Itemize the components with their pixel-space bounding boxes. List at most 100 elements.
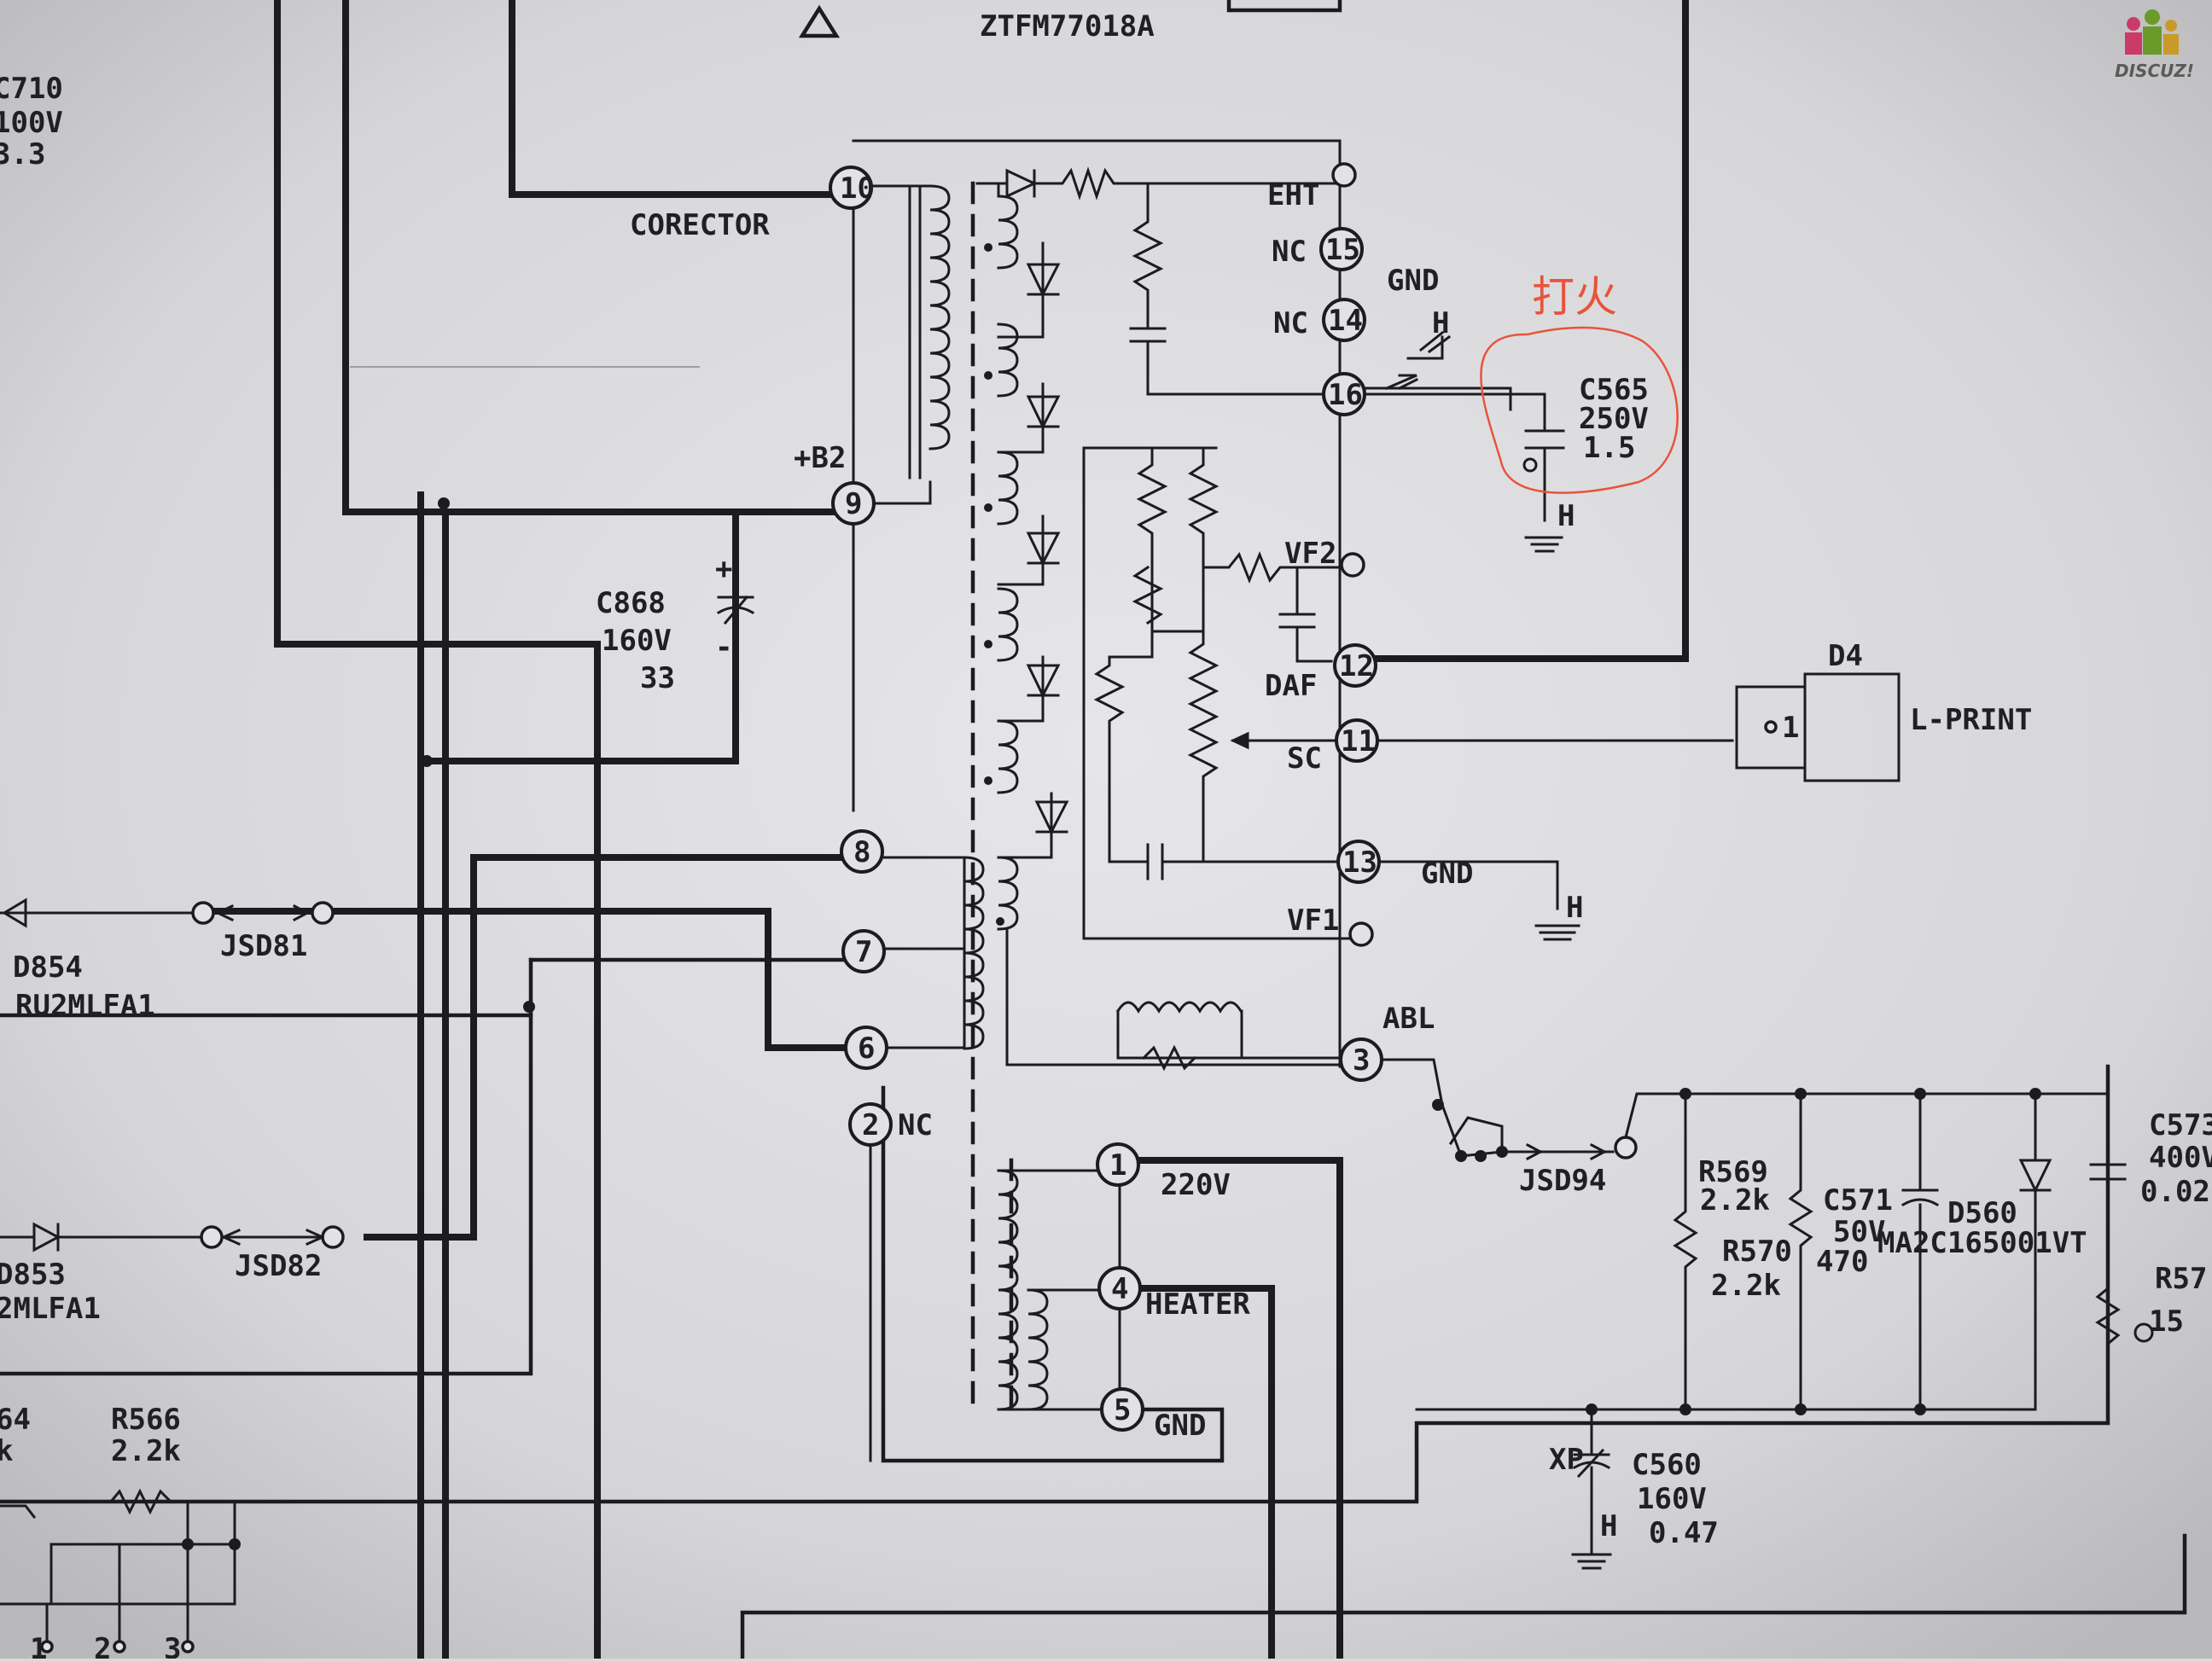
pin-2-num: 2 <box>862 1108 879 1142</box>
jsd81-label: JSD81 <box>220 929 307 963</box>
pin-11 <box>1335 718 1379 763</box>
pin-11-num: 11 <box>1341 724 1376 758</box>
corector-label: CORECTOR <box>630 208 770 242</box>
r569-ref: R569 <box>1698 1155 1768 1189</box>
pin-14-num: 14 <box>1328 304 1363 338</box>
c565-h-label: H <box>1557 499 1575 533</box>
part-number: ZTFM77018A <box>980 9 1155 44</box>
c573-value: 0.02 <box>2140 1175 2210 1209</box>
vf1-label: VF1 <box>1287 904 1339 938</box>
pin-6-num: 6 <box>858 1031 875 1066</box>
r570-value: 2.2k <box>1711 1269 1781 1303</box>
pin-10 <box>829 166 873 210</box>
c710-value: 3.3 <box>0 137 45 171</box>
eht-label: EHT <box>1267 178 1319 212</box>
highlight-circle <box>1480 326 1679 494</box>
vf2-terminal <box>1340 552 1365 578</box>
pin-1-num: 1 <box>1109 1148 1126 1183</box>
c571-voltage: 50V <box>1833 1215 1885 1249</box>
d854-ref: D854 <box>13 950 83 985</box>
pin-13-h-label: H <box>1566 891 1583 925</box>
pin-12-num: 12 <box>1339 649 1374 683</box>
conn-pin-3: 3 <box>164 1632 181 1659</box>
annotation-text: 打火 <box>1532 272 1617 322</box>
pin-10-num: 10 <box>840 171 875 206</box>
c868-voltage: 160V <box>602 624 672 658</box>
pin-12 <box>1333 643 1377 688</box>
d854-part: RU2MLFA1 <box>15 989 155 1023</box>
warning-triangle-icon <box>798 4 841 38</box>
watermark-text: DISCUZ! <box>2115 61 2194 81</box>
c573-voltage: 400V <box>2149 1141 2212 1175</box>
hv-diode-chain <box>975 166 1359 1066</box>
c560-capacitor: XP H C560 160V 0.47 <box>1549 1408 1719 1570</box>
c868-ref: C868 <box>596 586 666 620</box>
c565-capacitor: C565 250V 1.5 H <box>1364 373 1649 553</box>
r564-ref: 64 <box>0 1403 31 1437</box>
pin-15-num: 15 <box>1325 233 1360 267</box>
vf1-terminal <box>1348 921 1374 947</box>
conn-pin-2: 2 <box>94 1632 111 1659</box>
pin-7 <box>841 929 886 973</box>
c565-value: 1.5 <box>1583 431 1635 465</box>
eht-terminal <box>1331 162 1357 188</box>
d4-connector: D4 1 L-PRINT <box>1735 639 2032 782</box>
d4-ref: D4 <box>1828 639 1863 673</box>
c710-capacitor: C710 100V 3.3 <box>0 72 63 171</box>
pin-circles-left: 10 CORECTOR 9 +B2 8 7 6 2 NC <box>421 166 933 1147</box>
pin-1 <box>1096 1142 1140 1187</box>
r566-value: 2.2k <box>111 1434 181 1468</box>
xp-label: XP <box>1549 1443 1584 1477</box>
d853-ref: D853 <box>0 1258 66 1292</box>
pin-9-num: 9 <box>845 487 862 521</box>
jsd94-label: JSD94 <box>1519 1164 1606 1198</box>
pin-8 <box>840 829 884 874</box>
r564-value: k <box>0 1434 13 1468</box>
r566-area: 64 k R566 2.2k 1 2 3 <box>0 1403 241 1662</box>
c571-ref: C571 <box>1823 1183 1893 1217</box>
pin-6 <box>844 1026 888 1070</box>
header-box <box>1226 0 1342 13</box>
abl-network: JSD94 R569 2.2k R570 2.2k C571 50V 470 D… <box>1381 1058 2212 1425</box>
r570-ref: R570 <box>1722 1235 1792 1269</box>
d560-part: MA2C165001VT <box>1877 1226 2087 1260</box>
c868-value: 33 <box>640 661 675 695</box>
jsd82-label: JSD82 <box>235 1249 322 1283</box>
c560-voltage: 160V <box>1637 1482 1707 1516</box>
d4-pin-1: 1 <box>1782 711 1799 745</box>
svg-text:+: + <box>715 552 732 586</box>
pin-4-num: 4 <box>1111 1272 1128 1306</box>
red-annotation: 打火 <box>1480 272 1679 494</box>
b2-label: +B2 <box>794 441 846 475</box>
c560-h-label: H <box>1600 1509 1617 1543</box>
d560-ref: D560 <box>1947 1196 2017 1230</box>
svg-text:-: - <box>715 631 732 665</box>
pin-13-gnd-label: GND <box>1421 857 1473 891</box>
c565-voltage: 250V <box>1579 402 1649 436</box>
heater-label: HEATER <box>1145 1287 1250 1322</box>
d853-part: 2MLFA1 <box>0 1292 101 1326</box>
pin-5 <box>1100 1387 1144 1432</box>
pin-9 <box>831 481 876 526</box>
pin-1-220v-label: 220V <box>1161 1168 1231 1202</box>
pin-14 <box>1322 298 1366 342</box>
d854-jsd81: JSD81 D854 RU2MLFA1 <box>0 898 335 1023</box>
c710-ref: C710 <box>0 72 63 106</box>
c710-voltage: 100V <box>0 106 63 140</box>
pin-circles-right: EHT 15 NC GND 14 NC H 16 VF2 12 DAF 11 S… <box>1265 162 1583 1082</box>
pin-7-num: 7 <box>855 935 872 969</box>
daf-label: DAF <box>1265 669 1317 703</box>
pin-2 <box>848 1102 893 1147</box>
c868-capacitor: + - C868 160V 33 <box>596 510 755 695</box>
heater-winding: 1 220V 4 HEATER 5 GND <box>997 1142 1250 1443</box>
c560-ref: C560 <box>1632 1448 1702 1482</box>
l-print-label: L-PRINT <box>1910 703 2032 737</box>
pin-15-gnd-label: GND <box>1387 264 1439 298</box>
pin-15 <box>1319 227 1364 271</box>
r57x-value: 15 <box>2149 1305 2184 1339</box>
discuz-watermark: DISCUZ! <box>2115 9 2194 81</box>
pin-14-h-label: H <box>1432 306 1449 340</box>
r57x-ref: R57 <box>2155 1262 2207 1296</box>
